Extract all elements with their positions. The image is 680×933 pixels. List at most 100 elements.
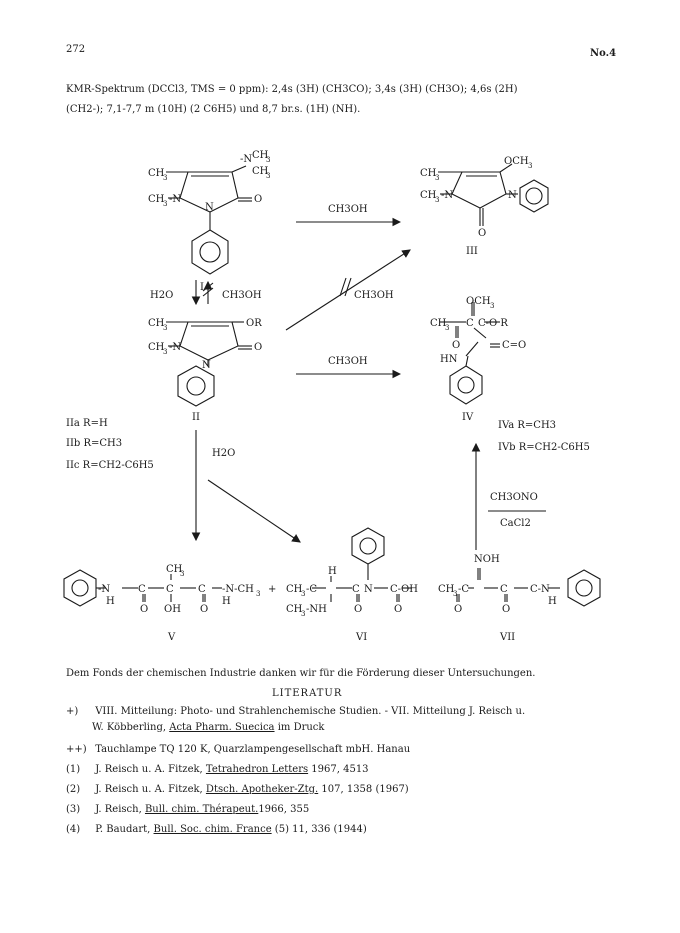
compound-VII bbox=[456, 568, 601, 607]
svg-text:CH: CH bbox=[148, 194, 165, 205]
ref-text: VIII. Mitteilung: Photo- und Strahlenche… bbox=[95, 706, 526, 717]
label-V: V bbox=[167, 632, 176, 643]
svg-text:O: O bbox=[254, 342, 262, 353]
svg-text:H: H bbox=[106, 596, 115, 607]
reagent-h2o-left: H2O bbox=[150, 290, 173, 301]
label-II: II bbox=[192, 412, 200, 423]
literature-heading: LITERATUR bbox=[272, 688, 343, 699]
substituent-IIc: IIc R=CH2-C6H5 bbox=[66, 460, 154, 471]
ref-plusplus: ++) Tauchlampe TQ 120 K, Quarzlampengese… bbox=[66, 744, 410, 755]
svg-text:3: 3 bbox=[180, 570, 184, 578]
svg-text:O: O bbox=[478, 228, 486, 239]
svg-text:3: 3 bbox=[266, 156, 270, 164]
ref-marker: (4) bbox=[66, 824, 81, 835]
svg-text:CH: CH bbox=[438, 584, 455, 595]
nmr-line-2: (CH2-); 7,1-7,7 m (10H) (2 C6H5) und 8,7… bbox=[66, 104, 361, 115]
ref-text2: W. Köbberling, bbox=[92, 722, 170, 733]
svg-text:-N: -N bbox=[169, 342, 181, 353]
substituent-IVb: IVb R=CH2-C6H5 bbox=[498, 442, 590, 453]
reagent-h2o-down: H2O bbox=[212, 448, 235, 459]
svg-text:NOH: NOH bbox=[474, 554, 500, 565]
reagent-ch3oh-blocked: CH3OH bbox=[222, 290, 262, 301]
label-VII: VII bbox=[499, 632, 515, 643]
svg-text:C: C bbox=[198, 584, 206, 595]
ref-journal: Dtsch. Apotheker-Ztg. bbox=[205, 784, 319, 795]
svg-text:N: N bbox=[364, 584, 373, 595]
svg-text:O: O bbox=[254, 194, 262, 205]
svg-text:-NH: -NH bbox=[306, 604, 327, 615]
svg-text:CH: CH bbox=[420, 168, 437, 179]
label-IV: IV bbox=[462, 412, 474, 423]
compound-V bbox=[63, 569, 222, 607]
ref-4: (4) P. Baudart, Bull. Soc. chim. France … bbox=[66, 824, 367, 835]
compound-IV bbox=[440, 302, 500, 405]
svg-text:-C: -C bbox=[458, 584, 469, 595]
ref-text: Tauchlampe TQ 120 K, Quarzlampengesellsc… bbox=[95, 744, 411, 755]
ref-text: P. Baudart, bbox=[95, 824, 154, 835]
compound-VI bbox=[312, 527, 412, 602]
reagent-ch3oh-mid: CH3OH bbox=[328, 356, 368, 367]
ref-marker: (1) bbox=[66, 764, 81, 775]
svg-text:3: 3 bbox=[453, 590, 457, 598]
ref-2: (2) J. Reisch u. A. Fitzek, Dtsch. Apoth… bbox=[66, 784, 409, 795]
label-III: III bbox=[466, 246, 478, 257]
ref-rest: 1966, 355 bbox=[258, 804, 310, 815]
svg-text:C-OH: C-OH bbox=[390, 584, 418, 595]
svg-text:3: 3 bbox=[163, 200, 167, 208]
svg-text:CH: CH bbox=[420, 190, 437, 201]
svg-text:3: 3 bbox=[301, 590, 305, 598]
svg-text:CH: CH bbox=[286, 604, 303, 615]
svg-text:CH: CH bbox=[148, 318, 165, 329]
svg-text:H: H bbox=[222, 596, 231, 607]
svg-text:C: C bbox=[500, 584, 508, 595]
substituent-IVa: IVa R=CH3 bbox=[498, 420, 556, 431]
ref-rest: im Druck bbox=[274, 722, 325, 733]
ref-text: J. Reisch u. A. Fitzek, bbox=[95, 764, 206, 775]
ref-rest: 1967, 4513 bbox=[308, 764, 369, 775]
svg-text:CH: CH bbox=[286, 584, 303, 595]
svg-text:O: O bbox=[452, 340, 460, 351]
svg-text:O: O bbox=[394, 604, 402, 615]
ref-marker: +) bbox=[66, 706, 79, 717]
svg-text:3: 3 bbox=[528, 162, 532, 170]
svg-text:HN: HN bbox=[440, 354, 458, 365]
reagent-ch3oh-diag: CH3OH bbox=[354, 290, 394, 301]
page-number: 272 bbox=[66, 44, 86, 55]
svg-text:C-O R: C-O R bbox=[478, 318, 508, 329]
svg-text:CH: CH bbox=[148, 342, 165, 353]
svg-text:O: O bbox=[454, 604, 462, 615]
ref-plus: +) VIII. Mitteilung: Photo- und Strahlen… bbox=[66, 706, 525, 717]
ref-rest: (5) 11, 336 (1944) bbox=[271, 824, 367, 835]
svg-text:CH: CH bbox=[430, 318, 447, 329]
svg-text:C: C bbox=[166, 584, 174, 595]
compound-III bbox=[438, 163, 549, 226]
svg-text:-N: -N bbox=[240, 154, 252, 165]
svg-text:C-N: C-N bbox=[530, 584, 550, 595]
reagent-ch3ono: CH3ONO bbox=[490, 492, 538, 503]
svg-text:CH: CH bbox=[252, 150, 269, 161]
ref-text: J. Reisch, bbox=[95, 804, 145, 815]
svg-text:-N: -N bbox=[98, 584, 110, 595]
ref-1: (1) J. Reisch u. A. Fitzek, Tetrahedron … bbox=[66, 764, 369, 775]
svg-text:O: O bbox=[140, 604, 148, 615]
svg-text:-N: -N bbox=[169, 194, 181, 205]
ref-rest: 107, 1358 (1967) bbox=[318, 784, 409, 795]
ref-journal: Tetrahedron Letters bbox=[205, 764, 309, 775]
svg-text:OR: OR bbox=[246, 318, 262, 329]
nmr-line-1: KMR-Spektrum (DCCl3, TMS = 0 ppm): 2,4s … bbox=[66, 84, 518, 95]
svg-text:3: 3 bbox=[163, 324, 167, 332]
label-VI: VI bbox=[355, 632, 367, 643]
svg-text:O: O bbox=[200, 604, 208, 615]
svg-text:3: 3 bbox=[435, 196, 439, 204]
label-I: I bbox=[200, 282, 204, 293]
ref-marker: ++) bbox=[66, 744, 87, 755]
substituent-IIa: IIa R=H bbox=[66, 418, 108, 429]
issue-number: No.4 bbox=[590, 48, 617, 59]
svg-text:O: O bbox=[502, 604, 510, 615]
svg-text:3: 3 bbox=[163, 348, 167, 356]
ref-marker: (3) bbox=[66, 804, 81, 815]
svg-text:CH: CH bbox=[252, 166, 269, 177]
svg-text:H: H bbox=[328, 566, 337, 577]
svg-text:C: C bbox=[466, 318, 474, 329]
svg-text:OH: OH bbox=[164, 604, 181, 615]
